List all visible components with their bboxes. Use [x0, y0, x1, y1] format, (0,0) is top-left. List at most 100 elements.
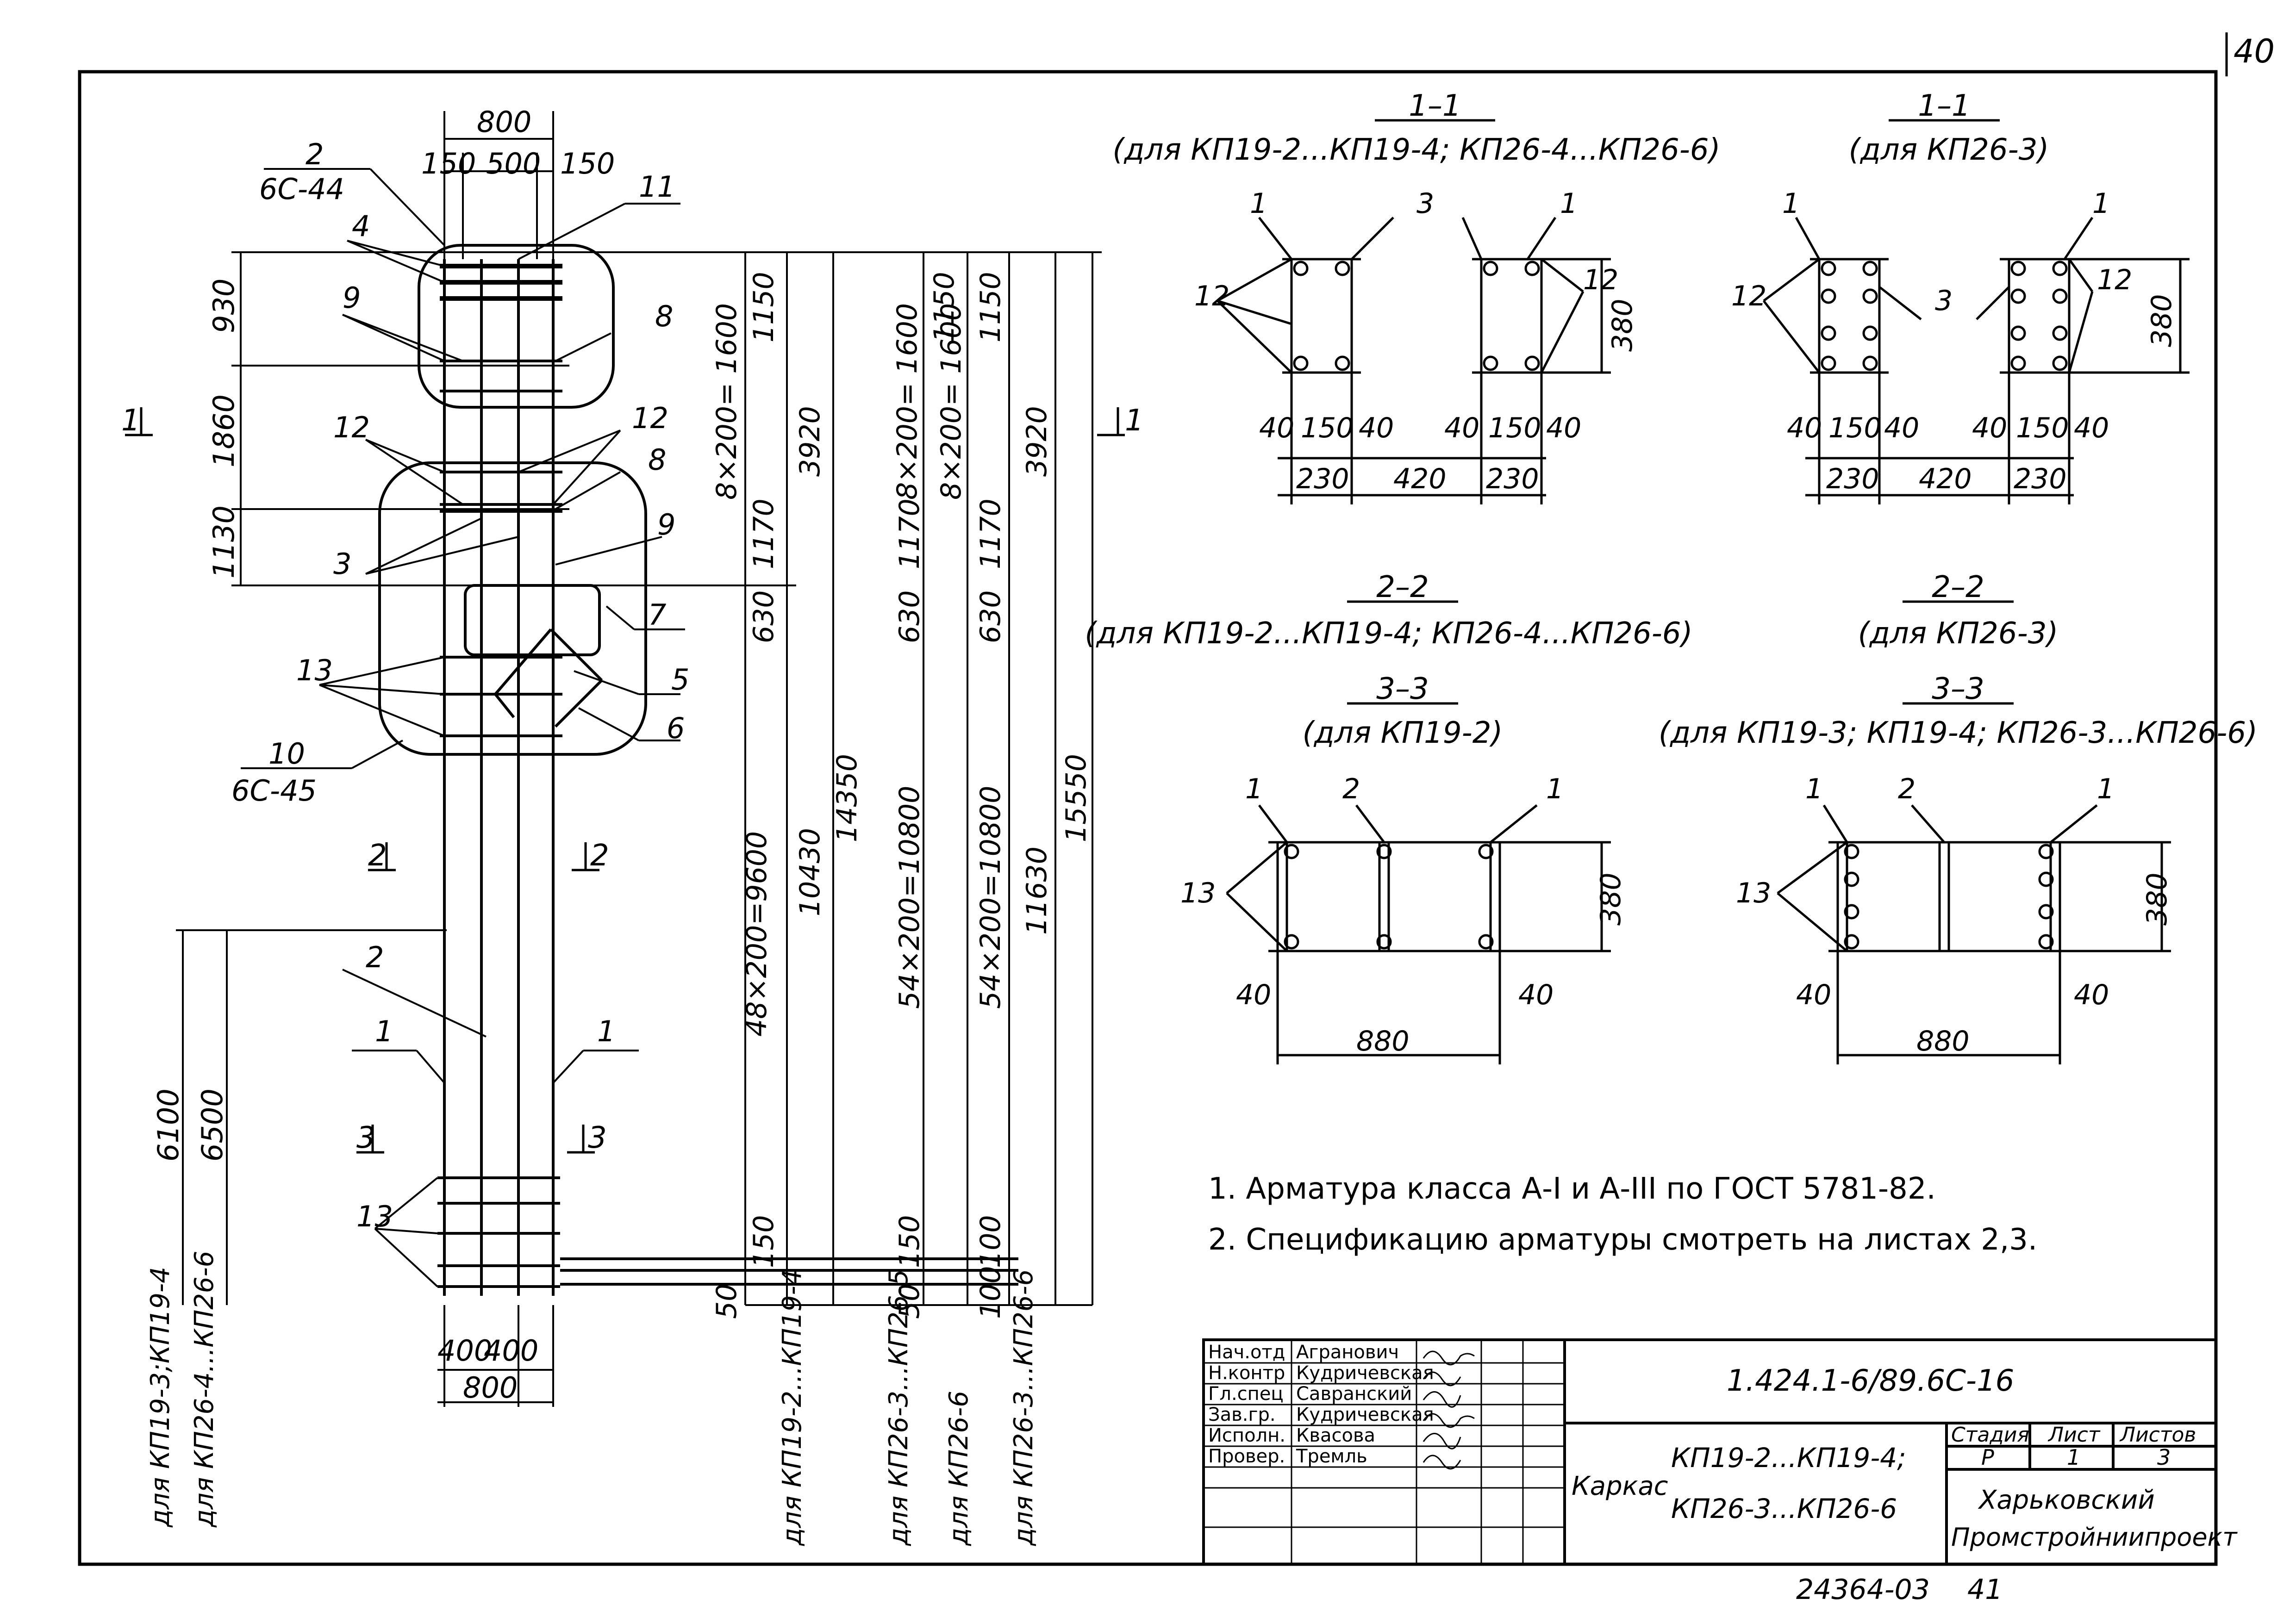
mark-1-left: 1 — [121, 404, 140, 438]
notes: 1. Арматура класса А-I и А-III по ГОСТ 5… — [1208, 1172, 2037, 1257]
callout-9: 9 — [343, 281, 361, 315]
callout-2-ref: 6С-44 — [259, 172, 344, 206]
dim-930: 930 — [207, 279, 241, 333]
note-2: 2. Спецификацию арматуры смотреть на лис… — [1208, 1223, 2037, 1257]
signatures — [1423, 1350, 1475, 1470]
callout-3: 3 — [333, 547, 351, 581]
title-line-1: КП19-2...КП19-4; — [1671, 1442, 1906, 1474]
col3-150: 150 — [893, 1215, 926, 1268]
drawing-code: 1.424.1-6/89.6С-16 — [1727, 1364, 2014, 1398]
section-titles: 1–1 (для КП19-2...КП19-4; КП26-4...КП26-… — [1085, 89, 2258, 750]
s11b-b3: 230 — [2014, 463, 2067, 495]
section-1-1-a — [1217, 217, 1611, 504]
s11a-p5: 150 — [1488, 412, 1541, 444]
s33b-width: 880 — [1916, 1025, 1970, 1057]
section-1-1-a-text: 1 3 1 12 12 380 40 150 40 40 150 40 230 … — [1194, 187, 1639, 495]
col3-1150: 1150 — [928, 272, 961, 342]
callout-5: 5 — [671, 663, 689, 696]
col3-1600: 8×200= 1600 — [891, 303, 923, 500]
section-2-2-b-subtitle: (для КП26-3) — [1858, 616, 2059, 651]
section-1-1-a-subtitle: (для КП19-2...КП19-4; КП26-4...КП26-6) — [1112, 133, 1720, 167]
column-lines — [481, 251, 1102, 1306]
mark-3-right: 3 — [588, 1121, 607, 1155]
col4-label: для КП26-6 — [944, 1391, 974, 1546]
s11a-callout-12: 12 — [1194, 280, 1229, 312]
callout-12-left: 12 — [333, 410, 370, 444]
callout-6: 6 — [667, 711, 685, 745]
title-block — [1202, 1338, 2217, 1566]
left-label-1: для КП19-3;КП19-4 — [145, 1267, 175, 1528]
col3-10800: 54×200=10800 — [893, 786, 926, 1009]
s33a-callout-13: 13 — [1180, 877, 1216, 909]
s11a-p4: 40 — [1444, 412, 1479, 444]
s11b-callout-12b: 12 — [2097, 264, 2132, 296]
s11b-callout-1b: 1 — [2092, 187, 2110, 220]
col1-3920: 3920 — [794, 406, 826, 477]
bottom-part-1: 400 — [437, 1334, 492, 1368]
callout-11: 11 — [639, 170, 675, 204]
column-labels: для КП19-3;КП19-4 для КП26-4...КП26-6 дл… — [145, 1251, 1039, 1546]
org-line-2: Промстройниипроект — [1951, 1523, 2238, 1552]
callout-2-mid: 2 — [366, 940, 384, 974]
sheet-value: 1 — [2067, 1445, 2080, 1470]
s11b-height: 380 — [2146, 294, 2178, 347]
section-3-3-a-text: 1 2 1 13 380 40 40 880 — [1180, 773, 1627, 1057]
s11b-p2: 150 — [1828, 412, 1882, 444]
col4-100b: 100 — [974, 1266, 1007, 1319]
col2-14350: 14350 — [831, 754, 863, 842]
s11a-b2: 420 — [1393, 463, 1447, 495]
s11b-p1: 40 — [1787, 412, 1822, 444]
name-5: Тремль — [1296, 1446, 1367, 1467]
elevation-leaders — [241, 168, 685, 1287]
callout-8: 8 — [655, 299, 673, 333]
s11b-callout-1: 1 — [1782, 187, 1800, 220]
s11b-p6: 40 — [2074, 412, 2109, 444]
col4-630: 630 — [974, 590, 1007, 643]
s33a-callout-1: 1 — [1245, 773, 1263, 805]
s33a-side2: 40 — [1518, 979, 1554, 1011]
section-1-1-b-subtitle: (для КП26-3) — [1849, 133, 2049, 167]
role-3: Зав.гр. — [1208, 1404, 1276, 1425]
elevation-callouts: 2 6С-44 4 11 9 8 12 12 8 3 9 7 5 6 13 10… — [231, 137, 689, 1233]
mark-3-left: 3 — [356, 1121, 375, 1155]
s33a-width: 880 — [1356, 1025, 1410, 1057]
role-4: Исполн. — [1208, 1425, 1285, 1446]
col1-50: 50 — [711, 1284, 743, 1319]
top-part-1: 150 — [421, 147, 476, 180]
s11a-p6: 40 — [1546, 412, 1581, 444]
col5-label: для КП26-3...КП26-6 — [1009, 1269, 1039, 1546]
s33a-side1: 40 — [1236, 979, 1271, 1011]
col3-630: 630 — [893, 590, 926, 643]
callout-2: 2 — [306, 137, 324, 171]
s33a-callout-1b: 1 — [1546, 773, 1564, 805]
col1-10430: 10430 — [794, 828, 826, 916]
title-block-text: Нач.отд Н.контр Гл.спец Зав.гр. Исполн. … — [1208, 1342, 1434, 1467]
length-6500: 6500 — [195, 1088, 229, 1162]
section-3-3-a — [1226, 804, 1611, 1064]
sheets-value: 3 — [2157, 1445, 2171, 1470]
s33b-callout-2: 2 — [1898, 773, 1915, 805]
callout-1-right: 1 — [597, 1014, 615, 1048]
section-1-1-b — [1763, 217, 2190, 504]
section-3-3-b-text: 1 2 1 13 380 40 40 880 — [1736, 773, 2173, 1057]
section-1-1-a-title: 1–1 — [1409, 89, 1461, 123]
top-part-3: 150 — [560, 147, 615, 180]
callout-7: 7 — [648, 598, 666, 632]
s11a-b1: 230 — [1296, 463, 1349, 495]
col1-1150: 1150 — [748, 272, 780, 342]
sheet-number: 40 — [2234, 32, 2275, 70]
mark-1-right: 1 — [1125, 404, 1144, 438]
callout-10: 10 — [268, 737, 305, 771]
col1-630: 630 — [748, 590, 780, 643]
section-3-3-b-subtitle: (для КП19-3; КП19-4; КП26-3...КП26-6) — [1659, 716, 2258, 750]
s11a-callout-12b: 12 — [1583, 264, 1618, 296]
note-1: 1. Арматура класса А-I и А-III по ГОСТ 5… — [1208, 1172, 1936, 1206]
col1-1600: 8×200= 1600 — [711, 303, 743, 500]
s11a-callout-1b: 1 — [1560, 187, 1578, 220]
callout-13: 13 — [296, 653, 333, 687]
section-mark-labels: 1 1 2 2 3 3 — [121, 404, 1144, 1155]
top-part-2: 500 — [486, 147, 541, 180]
section-2-2-a-title: 2–2 — [1376, 570, 1429, 604]
callout-9b: 9 — [657, 508, 675, 541]
